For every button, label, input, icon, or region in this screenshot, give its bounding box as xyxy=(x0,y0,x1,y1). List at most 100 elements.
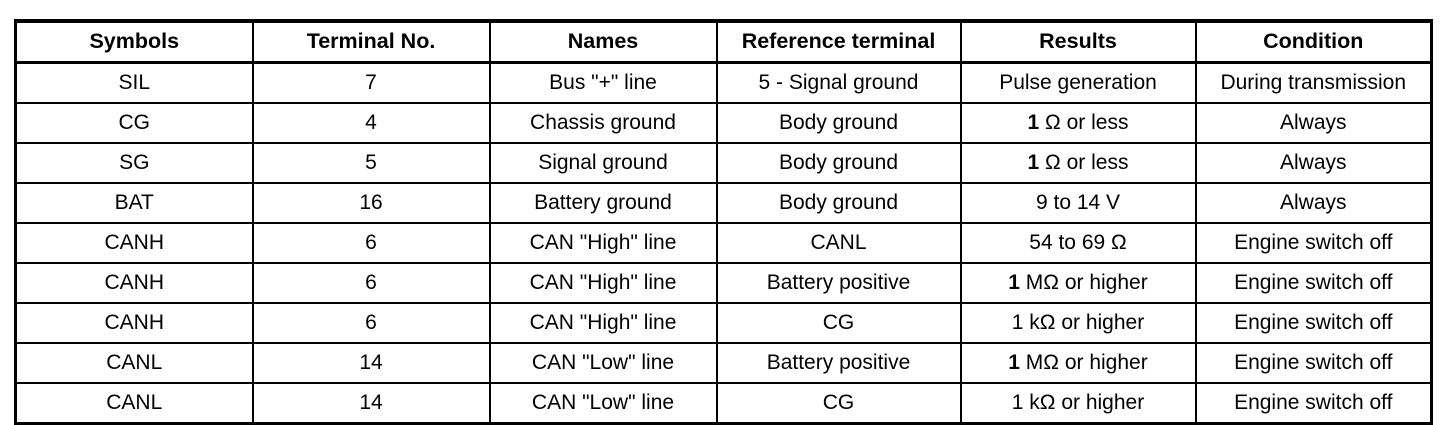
results-value-prefix: 1 xyxy=(1008,351,1020,375)
cell-reference-terminal-text: 5 - Signal ground xyxy=(758,71,919,95)
cell-names-text: CAN "High" line xyxy=(529,231,677,255)
cell-names: CAN "High" line xyxy=(488,262,718,304)
results-value-prefix: 1 xyxy=(1008,271,1020,295)
cell-condition: Engine switch off xyxy=(1194,382,1433,425)
column-header-condition-label: Condition xyxy=(1263,29,1364,54)
cell-names: CAN "High" line xyxy=(488,222,718,264)
cell-results: 1 MΩ or higher xyxy=(959,342,1197,384)
cell-reference-terminal: Body ground xyxy=(715,102,962,144)
column-header-condition: Condition xyxy=(1194,19,1433,64)
cell-symbols-text: CANH xyxy=(104,231,164,255)
results-value-rest: Ω or less xyxy=(1039,111,1129,135)
cell-terminal-no: 5 xyxy=(251,142,491,184)
cell-results: Pulse generation xyxy=(959,61,1197,104)
cell-results: 1 kΩ or higher xyxy=(959,382,1197,425)
cell-condition-text: Engine switch off xyxy=(1234,391,1393,415)
table-row: BAT 16 Battery ground Body ground 9 to 14 V A… xyxy=(14,182,1433,224)
cell-names-text: CAN "High" line xyxy=(529,271,677,295)
cell-reference-terminal: Battery positive xyxy=(715,262,962,304)
cell-results-text: 1 kΩ or higher xyxy=(1011,391,1145,415)
cell-symbols: CANH xyxy=(14,222,254,264)
cell-symbols: CG xyxy=(14,102,254,144)
terminal-inspection-table: Symbols Terminal No. Names Reference ter… xyxy=(14,19,1433,425)
cell-reference-terminal-text: Battery positive xyxy=(766,271,911,295)
column-header-symbols: Symbols xyxy=(14,19,254,64)
cell-symbols: BAT xyxy=(14,182,254,224)
cell-condition-text: Always xyxy=(1279,151,1347,175)
cell-symbols-text: CG xyxy=(118,111,151,135)
cell-names: Bus "+" line xyxy=(488,61,718,104)
cell-condition-text: Engine switch off xyxy=(1234,271,1393,295)
cell-names: CAN "Low" line xyxy=(488,382,718,425)
cell-reference-terminal: 5 - Signal ground xyxy=(715,61,962,104)
cell-reference-terminal-text: CG xyxy=(822,391,855,415)
cell-reference-terminal: Body ground xyxy=(715,182,962,224)
cell-terminal-no: 16 xyxy=(251,182,491,224)
cell-results-text: 9 to 14 V xyxy=(1035,191,1121,215)
cell-reference-terminal-text: Body ground xyxy=(778,111,899,135)
cell-results-text: 1 kΩ or higher xyxy=(1011,311,1145,335)
cell-results: 1 kΩ or higher xyxy=(959,302,1197,344)
cell-terminal-no-text: 6 xyxy=(365,311,377,335)
table-body: SIL 7 Bus "+" line 5 - Signal ground Pulse g… xyxy=(14,61,1433,425)
cell-terminal-no-text: 6 xyxy=(365,271,377,295)
cell-reference-terminal: CG xyxy=(715,302,962,344)
cell-names-text: Signal ground xyxy=(538,151,668,175)
cell-results: 1 Ω or less xyxy=(959,102,1197,144)
column-header-terminal-no-label: Terminal No. xyxy=(306,29,436,54)
cell-names-text: Chassis ground xyxy=(530,111,676,135)
spec-table-container: Symbols Terminal No. Names Reference ter… xyxy=(14,19,1433,425)
cell-symbols-text: CANL xyxy=(106,391,163,415)
cell-terminal-no: 4 xyxy=(251,102,491,144)
cell-names: CAN "High" line xyxy=(488,302,718,344)
cell-terminal-no: 6 xyxy=(251,262,491,304)
cell-results-text: 1 MΩ or higher xyxy=(962,271,1195,294)
cell-terminal-no-text: 4 xyxy=(365,111,377,135)
cell-symbols-text: SIL xyxy=(118,71,151,95)
cell-reference-terminal: CG xyxy=(715,382,962,425)
cell-terminal-no-text: 5 xyxy=(365,151,377,175)
cell-terminal-no: 14 xyxy=(251,342,491,384)
cell-condition: Engine switch off xyxy=(1194,222,1433,264)
column-header-reference-terminal: Reference terminal xyxy=(715,19,962,64)
cell-terminal-no: 14 xyxy=(251,382,491,425)
cell-reference-terminal: Battery positive xyxy=(715,342,962,384)
column-header-reference-terminal-label: Reference terminal xyxy=(741,29,936,54)
cell-terminal-no: 7 xyxy=(251,61,491,104)
column-header-results: Results xyxy=(959,19,1197,64)
cell-results: 54 to 69 Ω xyxy=(959,222,1197,264)
cell-terminal-no: 6 xyxy=(251,222,491,264)
cell-names-text: CAN "Low" line xyxy=(531,391,675,415)
cell-terminal-no-text: 14 xyxy=(359,391,383,415)
cell-symbols-text: CANH xyxy=(104,271,164,295)
cell-condition: During transmission xyxy=(1194,61,1433,104)
cell-symbols-text: CANL xyxy=(106,351,163,375)
cell-symbols: CANL xyxy=(14,342,254,384)
cell-names-text: CAN "Low" line xyxy=(531,351,675,375)
cell-reference-terminal-text: Body ground xyxy=(778,191,899,215)
results-value-rest: MΩ or higher xyxy=(1019,351,1148,375)
cell-results-text: Pulse generation xyxy=(999,71,1157,95)
table-row: SIL 7 Bus "+" line 5 - Signal ground Pulse g… xyxy=(14,61,1433,104)
cell-terminal-no-text: 16 xyxy=(359,191,383,215)
cell-names-text: Battery ground xyxy=(534,191,672,215)
cell-condition-text: Engine switch off xyxy=(1234,351,1393,375)
cell-reference-terminal-text: CANL xyxy=(810,231,867,255)
cell-symbols-text: BAT xyxy=(114,191,154,215)
cell-terminal-no: 6 xyxy=(251,302,491,344)
cell-names: Signal ground xyxy=(488,142,718,184)
column-header-names: Names xyxy=(488,19,718,64)
cell-symbols: SIL xyxy=(14,61,254,104)
cell-results-text: 1 MΩ or higher xyxy=(962,351,1195,374)
cell-names: Chassis ground xyxy=(488,102,718,144)
cell-condition: Engine switch off xyxy=(1194,262,1433,304)
cell-names-text: Bus "+" line xyxy=(549,71,657,95)
cell-condition-text: Always xyxy=(1279,191,1347,215)
results-value-rest: Ω or less xyxy=(1039,151,1129,175)
cell-reference-terminal-text: Body ground xyxy=(778,151,899,175)
column-header-results-label: Results xyxy=(1039,29,1117,54)
cell-condition: Always xyxy=(1194,142,1433,184)
cell-results-text: 1 Ω or less xyxy=(962,111,1195,134)
column-header-symbols-label: Symbols xyxy=(89,29,180,54)
